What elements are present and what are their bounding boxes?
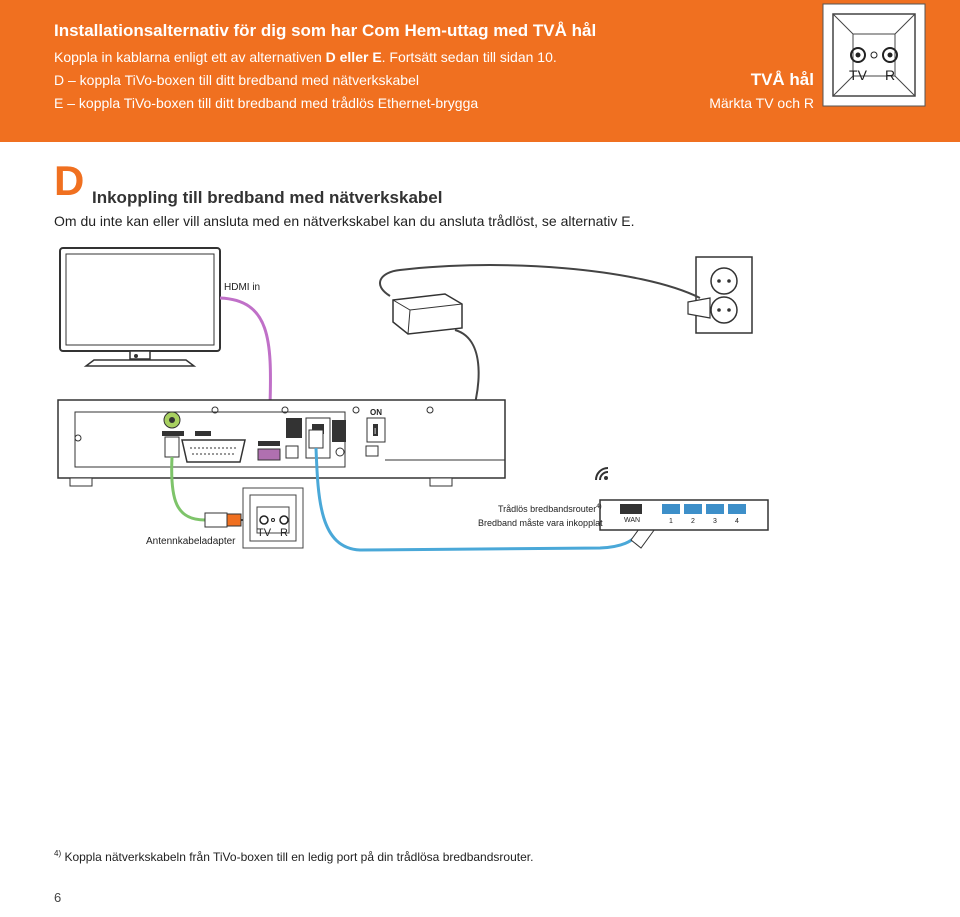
router-label: Trådlös bredbandsrouter4) bbox=[498, 504, 602, 514]
header-banner: Installationsalternativ för dig som har … bbox=[0, 0, 960, 142]
diagram-outlet-tv: TV bbox=[257, 527, 272, 539]
diagram-outlet-r: R bbox=[280, 527, 288, 539]
wall-outlet-icon: TV R bbox=[822, 3, 926, 107]
port-1-label: 1 bbox=[669, 518, 673, 525]
tivo-box-icon bbox=[57, 399, 506, 487]
port-3-label: 3 bbox=[713, 518, 717, 525]
instruction-options: D eller E bbox=[325, 49, 382, 65]
power-adapter-icon bbox=[392, 293, 463, 335]
hdmi-in-label: HDMI in bbox=[224, 282, 260, 293]
router-label-text: Trådlös bredbandsrouter bbox=[498, 504, 596, 514]
wireless-router-icon bbox=[595, 467, 769, 531]
router-note: Bredband måste vara inkopplat bbox=[478, 518, 603, 528]
outlet-title: TVÅ hål bbox=[750, 70, 814, 89]
connection-diagram: HDMI in bbox=[57, 247, 769, 552]
switch-label: I bbox=[374, 427, 376, 436]
diagram-outlet-icon bbox=[242, 487, 304, 549]
television-icon bbox=[59, 247, 221, 367]
power-socket-icon bbox=[695, 256, 753, 334]
section-text: Om du inte kan eller vill ansluta med en… bbox=[54, 213, 635, 229]
option-e-line: E – koppla TiVo-boxen till ditt bredband… bbox=[54, 95, 479, 111]
instruction-text: . Fortsätt sedan till sidan 10. bbox=[381, 49, 557, 65]
banner-title: Installationsalternativ för dig som har … bbox=[54, 21, 597, 40]
instruction-line: Koppla in kablarna enligt ett av alterna… bbox=[54, 49, 557, 65]
outlet-r-label: R bbox=[885, 67, 895, 83]
page-number: 6 bbox=[54, 890, 62, 905]
instruction-text: Koppla in kablarna enligt ett av alterna… bbox=[54, 49, 326, 65]
port-4-label: 4 bbox=[735, 518, 739, 525]
outlet-subtitle: Märkta TV och R bbox=[709, 95, 814, 111]
footnote-marker: 4) bbox=[54, 849, 62, 858]
section-title: Inkoppling till bredband med nätverkskab… bbox=[92, 188, 443, 207]
antenna-adapter-label: Antennkabeladapter bbox=[146, 536, 236, 547]
option-d-line: D – koppla TiVo-boxen till ditt bredband… bbox=[54, 72, 419, 88]
port-2-label: 2 bbox=[691, 518, 695, 525]
outlet-tv-label: TV bbox=[849, 67, 868, 83]
footnote: 4) Koppla nätverkskabeln från TiVo-boxen… bbox=[54, 849, 533, 864]
section-letter: D bbox=[54, 157, 85, 204]
router-label-sup: 4) bbox=[596, 504, 601, 510]
wan-label: WAN bbox=[624, 517, 640, 524]
footnote-text: Koppla nätverkskabeln från TiVo-boxen ti… bbox=[61, 850, 534, 864]
power-on-label: ON bbox=[370, 408, 382, 417]
